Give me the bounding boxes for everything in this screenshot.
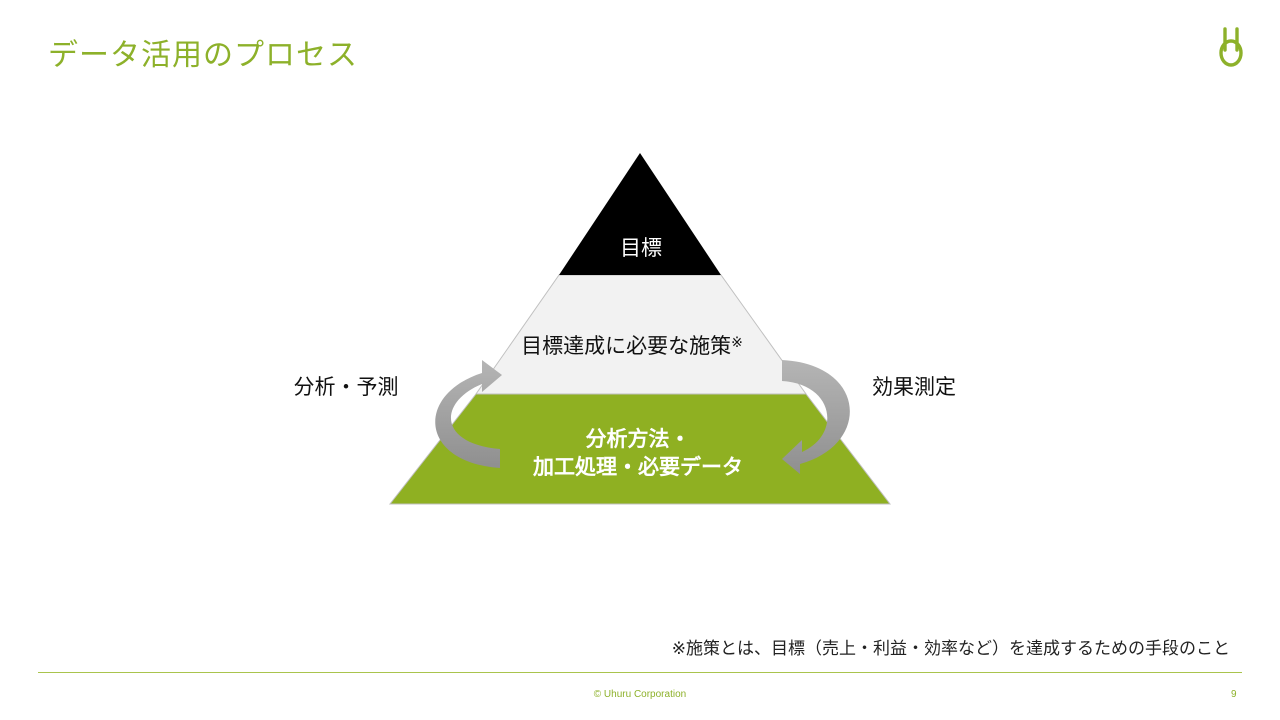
footnote-mark: ※ (731, 335, 743, 351)
pyramid-top-label: 目標 (620, 236, 662, 260)
analysis-cycle-arrow (435, 360, 502, 468)
pyramid-middle-label: 目標達成に必要な施策※ (521, 334, 743, 358)
footnote: ※施策とは、目標（売上・利益・効率など）を達成するための手段のこと (671, 639, 1230, 659)
page-number: 9 (1231, 689, 1237, 700)
pyramid-middle-text: 目標達成に必要な施策 (521, 334, 731, 358)
footer-divider (38, 672, 1242, 673)
pyramid-bottom-label-line2: 加工処理・必要データ (532, 455, 743, 479)
copyright: © Uhuru Corporation (593, 689, 687, 700)
cycle-left-label: 分析・予測 (294, 375, 399, 399)
measurement-cycle-arrow (782, 360, 850, 474)
cycle-right-label: 効果測定 (872, 375, 956, 399)
pyramid-bottom-label-line1: 分析方法・ (586, 427, 691, 451)
pyramid-top-tier (559, 153, 721, 275)
uhuru-logo-icon (1219, 27, 1243, 67)
slide-title: データ活用のプロセス (48, 38, 358, 73)
